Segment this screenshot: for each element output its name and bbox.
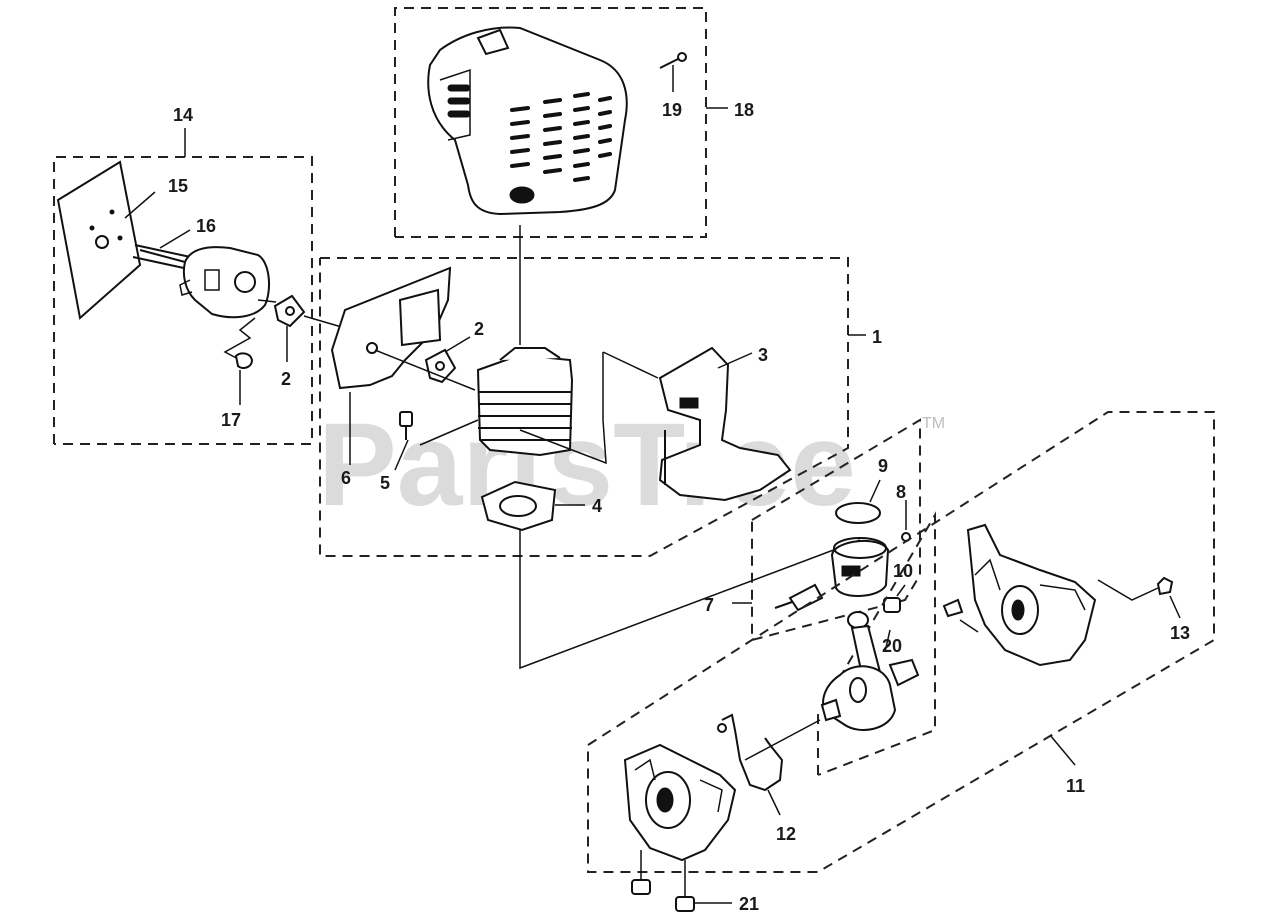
group-box-14 xyxy=(53,156,313,445)
callout-14: 14 xyxy=(173,105,193,125)
gasket-2b[interactable] xyxy=(424,348,457,384)
heat-shield-6[interactable] xyxy=(330,266,452,390)
callout-3: 3 xyxy=(758,345,768,365)
callout-18: 18 xyxy=(734,100,754,120)
piston-ring-9[interactable] xyxy=(835,502,881,524)
crankcase-half-left[interactable] xyxy=(623,743,737,862)
callout-2a: 2 xyxy=(281,369,291,389)
callout-6: 6 xyxy=(341,468,351,488)
callout-8: 8 xyxy=(896,482,906,502)
rubber-mounts-21[interactable] xyxy=(631,879,695,912)
callout-9: 9 xyxy=(878,456,888,476)
callout-16: 16 xyxy=(196,216,216,236)
callout-21: 21 xyxy=(739,894,759,914)
spark-plug-5[interactable] xyxy=(399,411,413,440)
dowel-pin[interactable] xyxy=(942,598,964,618)
callout-11: 11 xyxy=(1066,776,1085,796)
group-box-7 xyxy=(751,418,921,642)
group-box-18 xyxy=(394,7,707,238)
shroud-screw-19[interactable] xyxy=(659,52,687,69)
callout-17: 17 xyxy=(221,410,241,430)
air-filter-plate[interactable] xyxy=(56,160,142,320)
connecting-rod[interactable] xyxy=(847,611,882,677)
crankcase-screw-13[interactable] xyxy=(1156,576,1174,596)
muffler-3[interactable] xyxy=(658,346,792,502)
callout-15: 15 xyxy=(168,176,188,196)
crankcase-half-right[interactable] xyxy=(966,523,1097,667)
group-box-11 xyxy=(587,411,1215,873)
callout-4: 4 xyxy=(592,496,602,516)
engine-shroud[interactable] xyxy=(427,26,628,216)
seal-gasket-12[interactable] xyxy=(717,713,784,792)
callout-20: 20 xyxy=(882,636,902,656)
needle-bearing-10[interactable] xyxy=(883,597,901,613)
callout-2b: 2 xyxy=(474,319,484,339)
callout-1: 1 xyxy=(872,327,882,347)
callout-19: 19 xyxy=(662,100,682,120)
callout-13: 13 xyxy=(1170,623,1190,643)
crankshaft[interactable] xyxy=(820,658,920,731)
group-box-20 xyxy=(817,511,936,776)
carburetor-body[interactable] xyxy=(179,246,271,319)
piston[interactable] xyxy=(830,537,890,597)
cylinder-base-gasket-4[interactable] xyxy=(480,480,557,532)
wrist-pin[interactable] xyxy=(774,583,824,612)
watermark-trademark: TM xyxy=(922,415,945,432)
choke-spring-17[interactable] xyxy=(223,317,256,369)
filter-bolts-16[interactable] xyxy=(132,244,196,271)
cylinder-3[interactable] xyxy=(476,347,574,457)
gasket-2a[interactable] xyxy=(273,294,306,328)
callout-7: 7 xyxy=(704,595,714,615)
callout-12: 12 xyxy=(776,824,796,844)
callout-5: 5 xyxy=(380,473,390,493)
